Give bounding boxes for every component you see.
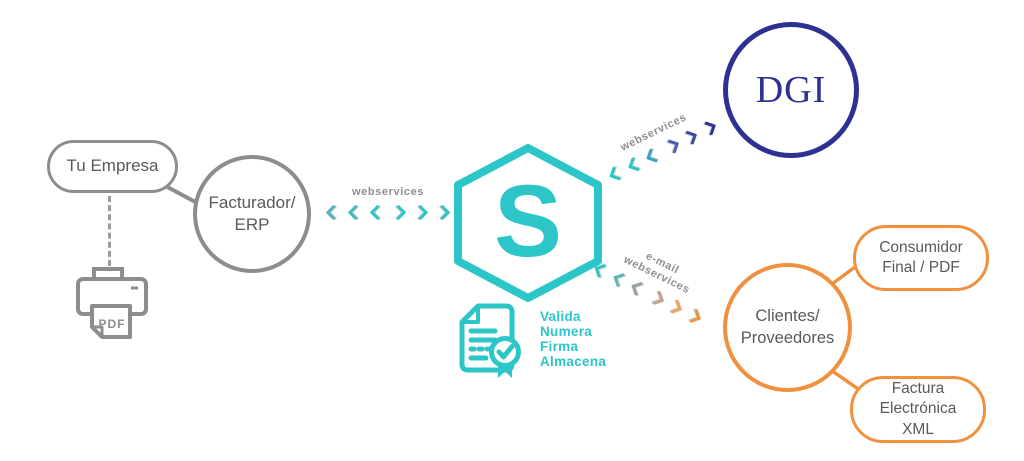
node-dgi: DGI bbox=[723, 22, 859, 158]
factura-label-line2: Electrónica bbox=[879, 400, 957, 418]
process-step-2: Numera bbox=[540, 324, 593, 339]
badge-checkmark-icon bbox=[496, 344, 515, 360]
hexagon-shape bbox=[454, 144, 602, 302]
clientes-label-line1: Clientes/ bbox=[755, 307, 820, 326]
chevron-right-icon bbox=[434, 204, 451, 221]
printer-icon: PDF bbox=[76, 267, 148, 339]
facturador-label-line1: Facturador/ bbox=[208, 192, 296, 212]
printer-pdf-label: PDF bbox=[99, 317, 126, 331]
tu-empresa-label: Tu Empresa bbox=[66, 156, 159, 176]
process-steps: Valida Numera Firma Almacena bbox=[540, 309, 606, 369]
consumidor-label-line1: Consumidor bbox=[879, 238, 963, 256]
chevron-right-icon bbox=[668, 300, 683, 315]
dashed-connector bbox=[108, 196, 111, 266]
process-step-1: Valida bbox=[540, 309, 581, 324]
chevron-right-icon bbox=[412, 204, 429, 221]
node-consumidor-final-pdf: Consumidor Final / PDF bbox=[853, 225, 989, 291]
document-fold bbox=[462, 306, 480, 324]
hexagon-platform bbox=[454, 144, 602, 302]
chevron-left-icon bbox=[325, 204, 342, 221]
link-erp-hexagon: webservices bbox=[325, 186, 451, 221]
node-facturador-erp: Facturador/ ERP bbox=[193, 155, 311, 273]
dgi-label: DGI bbox=[755, 69, 827, 111]
node-clientes-proveedores: Clientes/ Proveedores bbox=[723, 263, 852, 392]
clientes-label-line2: Proveedores bbox=[740, 328, 835, 347]
printer-paper-fold bbox=[92, 325, 104, 337]
factura-label-line1: Factura bbox=[891, 380, 945, 398]
node-factura-electronica-xml: Factura Electrónica XML bbox=[850, 376, 986, 443]
factura-label-line3: XML bbox=[902, 420, 934, 438]
node-tu-empresa: Tu Empresa bbox=[47, 140, 178, 193]
hexagon-letter: S bbox=[493, 163, 563, 278]
consumidor-label-line2: Final / PDF bbox=[882, 259, 960, 276]
link-erp-hexagon-label: webservices bbox=[351, 186, 425, 198]
process-step-4: Almacena bbox=[540, 354, 607, 369]
chevron-left-icon bbox=[631, 282, 646, 297]
link-erp-hexagon-chevrons bbox=[325, 204, 451, 221]
chevron-left-icon bbox=[369, 204, 385, 221]
facturador-label-line2: ERP bbox=[234, 215, 270, 234]
document-check-icon bbox=[459, 303, 521, 378]
process-step-3: Firma bbox=[540, 339, 579, 354]
chevron-left-icon bbox=[347, 204, 364, 221]
chevron-right-icon bbox=[391, 204, 407, 221]
